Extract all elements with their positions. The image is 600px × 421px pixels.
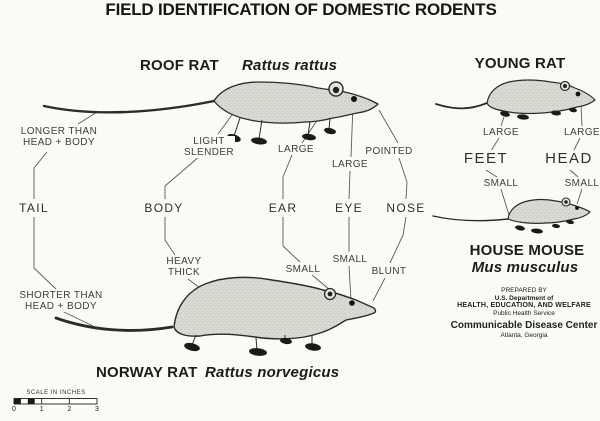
norway-rat-eye	[349, 300, 355, 306]
connector-lines	[33, 99, 583, 327]
norway-body-qualifier-line1: HEAVY	[166, 256, 202, 267]
scale-tick-1: 1	[39, 406, 44, 413]
credits-center: Communicable Disease Center	[450, 319, 598, 331]
credits-dept-line1: U.S. Department of	[494, 294, 554, 302]
credits-prepared-by: PREPARED BY	[501, 287, 547, 294]
norway-tail-qualifier: SHORTER THAN HEAD + BODY	[18, 290, 104, 312]
norway-body-qualifier-line2: THICK	[167, 267, 200, 278]
scale-tick-0: 0	[12, 406, 16, 413]
feature-body-label: BODY	[143, 201, 185, 215]
norway-tail-qualifier-line1: SHORTER THAN	[19, 290, 103, 301]
house-mouse-name: HOUSE MOUSE	[468, 242, 586, 259]
young-rat-name: YOUNG RAT	[473, 55, 567, 72]
scale-ruler	[13, 398, 98, 405]
norway-rat-species: Rattus norvegicus	[204, 364, 341, 381]
norway-eye-qualifier: SMALL	[331, 254, 369, 265]
house-mouse-tail	[432, 215, 509, 222]
credits-location: Atlanta, Georgia	[500, 331, 548, 339]
credits-block: PREPARED BY U.S. Department of HEALTH, E…	[446, 287, 600, 339]
young-head-qualifier: LARGE	[563, 127, 600, 138]
roof-rat-tail	[42, 99, 216, 114]
feature-head-label: HEAD	[544, 150, 594, 167]
house-mouse-eye	[575, 206, 579, 210]
roof-tail-qualifier-line2: HEAD + BODY	[23, 137, 95, 148]
young-rat-tail	[435, 102, 488, 110]
young-rat-feet	[500, 107, 577, 120]
young-feet-qualifier: LARGE	[482, 127, 520, 138]
feature-tail-label: TAIL	[18, 201, 50, 215]
roof-body-qualifier-line2: SLENDER	[183, 147, 235, 158]
norway-body-qualifier: HEAVY THICK	[165, 256, 203, 278]
roof-rat-name: ROOF RAT	[139, 57, 220, 74]
feature-feet-label: FEET	[462, 150, 510, 167]
scale-tick-2: 2	[67, 406, 72, 413]
credits-service: Public Health Service	[493, 310, 555, 317]
roof-tail-qualifier-line1: LONGER THAN	[20, 126, 98, 137]
roof-rat-eye	[351, 96, 357, 102]
scale-title: SCALE IN INCHES	[26, 390, 86, 396]
credits-dept-line2: HEALTH, EDUCATION, AND WELFARE	[457, 302, 591, 309]
roof-rat-species: Rattus rattus	[241, 57, 339, 74]
norway-rat-feet	[184, 337, 321, 356]
feature-eye-label: EYE	[334, 201, 364, 215]
mouse-feet-qualifier: SMALL	[482, 178, 520, 189]
house-mouse-feet	[515, 219, 574, 234]
norway-rat-name: NORWAY RAT	[95, 364, 199, 381]
norway-nose-qualifier: BLUNT	[370, 266, 408, 277]
roof-rat-drawing	[42, 81, 379, 145]
young-rat-drawing	[435, 79, 596, 120]
norway-rat-drawing	[54, 276, 377, 356]
roof-nose-qualifier: POINTED	[364, 146, 414, 157]
roof-rat-feet	[227, 127, 336, 145]
young-rat-eye	[575, 91, 581, 97]
norway-ear-qualifier: SMALL	[284, 264, 322, 275]
roof-body-qualifier: LIGHT SLENDER	[182, 136, 236, 158]
roof-body-qualifier-line1: LIGHT	[193, 136, 225, 147]
feature-ear-label: EAR	[267, 201, 299, 215]
scale-tick-3: 3	[95, 406, 99, 413]
mouse-head-qualifier: SMALL	[563, 178, 600, 189]
house-mouse-species: Mus musculus	[470, 259, 580, 276]
roof-eye-qualifier: LARGE	[331, 159, 369, 170]
feature-nose-label: NOSE	[385, 201, 427, 215]
roof-ear-qualifier: LARGE	[277, 144, 315, 155]
norway-rat-tail	[54, 316, 174, 332]
norway-tail-qualifier-line2: HEAD + BODY	[25, 301, 97, 312]
poster-title: FIELD IDENTIFICATION OF DOMESTIC RODENTS	[105, 0, 497, 19]
house-mouse-drawing	[432, 197, 591, 234]
roof-tail-qualifier: LONGER THAN HEAD + BODY	[19, 126, 99, 148]
